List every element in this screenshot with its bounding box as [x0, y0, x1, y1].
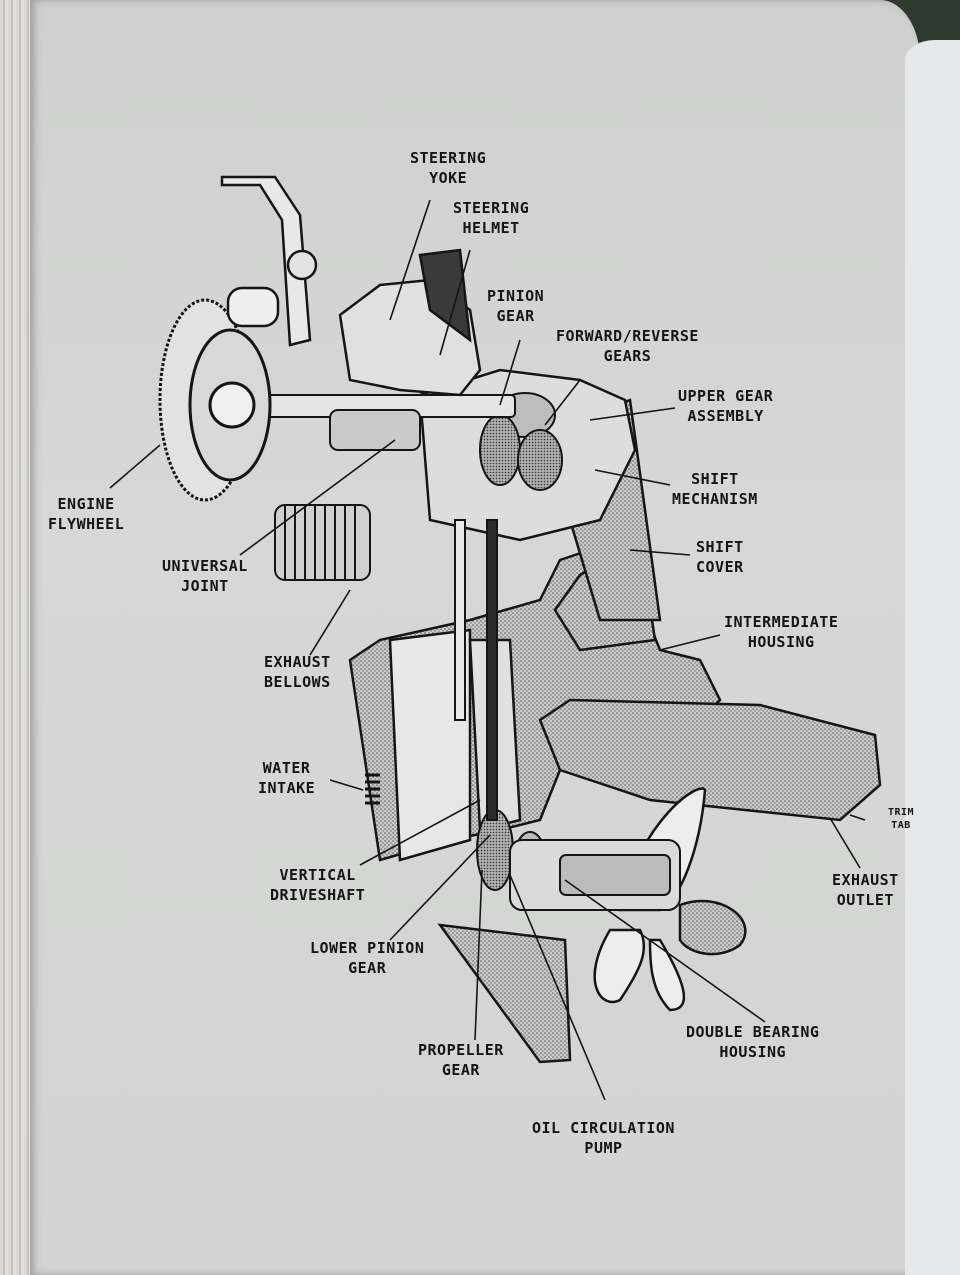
lower-unit — [437, 923, 572, 1064]
anti-ventilation-plate — [538, 698, 882, 822]
bellows — [274, 504, 371, 581]
gearcase-internals — [509, 839, 681, 911]
leader-lines — [109, 199, 866, 1101]
drive-housing — [348, 538, 722, 862]
water-intake-grille — [365, 773, 380, 805]
vertical-driveshaft-shape — [454, 519, 498, 821]
next-page-edge — [905, 40, 960, 1275]
flywheel — [158, 298, 272, 502]
steering-assembly — [220, 175, 482, 397]
